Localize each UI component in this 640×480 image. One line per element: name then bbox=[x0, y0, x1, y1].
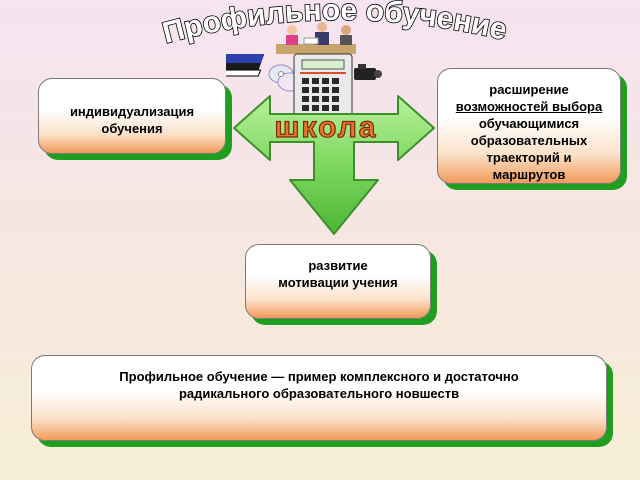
box-bottom-line1: развитие bbox=[308, 258, 368, 273]
diagram-title: Профильное обучение bbox=[158, 0, 511, 51]
people-at-desk-icon bbox=[276, 22, 356, 54]
box-right-line6: маршрутов bbox=[492, 167, 566, 182]
choice-expansion-box: расширение возможностей выбора обучающим… bbox=[437, 68, 621, 184]
disc-icon bbox=[268, 64, 303, 92]
box-right-line1: расширение bbox=[489, 82, 569, 97]
camera-icon bbox=[354, 64, 382, 80]
three-way-arrow bbox=[233, 95, 435, 235]
office-illustration bbox=[226, 22, 382, 126]
school-label: школа bbox=[274, 110, 378, 144]
box-wide-line1: Профильное обучение — пример комплексног… bbox=[119, 369, 519, 384]
box-wide-line2: радикального образовательного новшеств bbox=[178, 386, 460, 401]
box-left-line1: индивидуализация bbox=[69, 104, 195, 119]
box-right-line2: возможностей выбора bbox=[455, 99, 603, 114]
summary-box: Профильное обучение — пример комплексног… bbox=[31, 355, 607, 441]
box-bottom-line2: мотивации учения bbox=[278, 275, 398, 290]
calculator-icon bbox=[293, 53, 353, 126]
motivation-box: развитие мотивации учения bbox=[245, 244, 431, 319]
individualization-box: индивидуализация обучения bbox=[38, 78, 226, 154]
box-right-line5: траекторий и bbox=[486, 150, 572, 165]
books-icon bbox=[226, 54, 265, 77]
school-text: школа bbox=[275, 111, 378, 144]
box-right-line4: образовательных bbox=[470, 133, 588, 148]
box-left-line2: обучения bbox=[101, 121, 163, 136]
box-right-line3: обучающимися bbox=[478, 116, 580, 131]
